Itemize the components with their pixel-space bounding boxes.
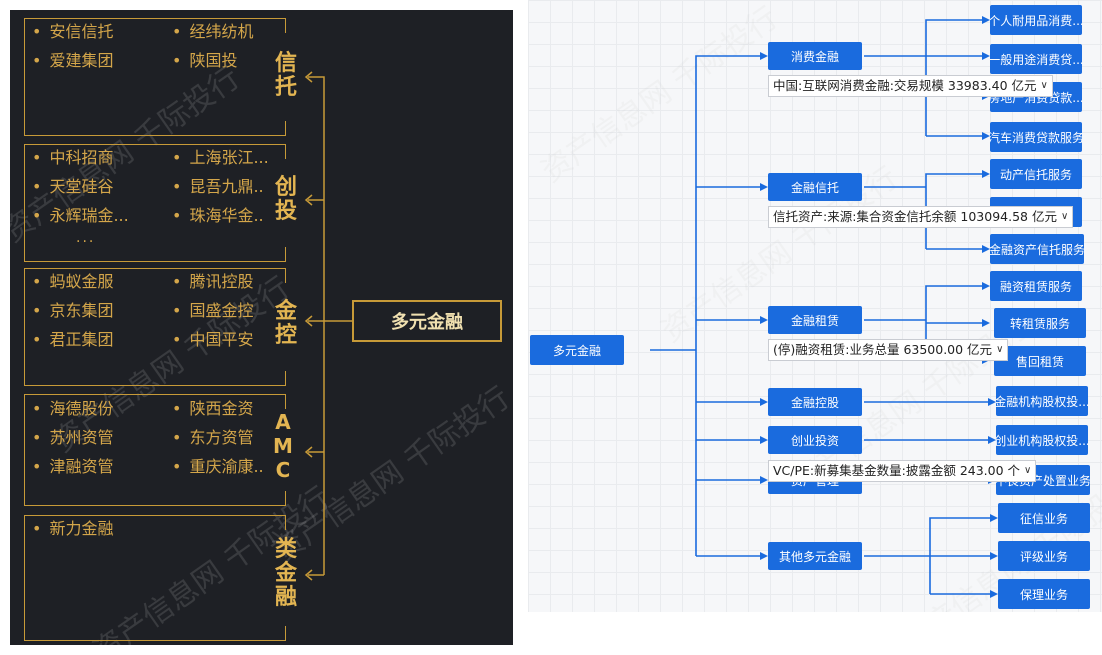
leaf-node[interactable]: 征信业务 [998, 503, 1090, 533]
list-item: 经纬纺机 [172, 18, 253, 42]
group-box-amc [24, 394, 286, 506]
list-item: 苏州资管 [32, 424, 113, 448]
branch-financial-leasing[interactable]: 金融租赁 [768, 306, 862, 334]
chevron-down-icon: ∨ [996, 344, 1004, 355]
branch-financial-trust[interactable]: 金融信托 [768, 173, 862, 201]
list-item: 天堂硅谷 [32, 173, 113, 197]
group-box-quasi [24, 515, 286, 641]
root-node: 多元金融 [352, 300, 502, 342]
leaf-node[interactable]: 一般用途消费贷... [990, 44, 1082, 74]
metric-dropdown[interactable]: 中国:互联网消费金融:交易规模 33983.40 亿元∨ [768, 75, 1053, 97]
group-label-quasi: 类金融 [274, 537, 297, 610]
leaf-node[interactable]: 融资租赁服务 [990, 271, 1082, 301]
list-item: 腾讯控股 [172, 268, 253, 292]
metric-value: VC/PE:新募集基金数量:披露金额 243.00 个 [773, 463, 1021, 478]
leaf-node[interactable]: 动产信托服务 [990, 159, 1082, 189]
metric-value: 信托资产:来源:集合资金信托余额 103094.58 亿元 [773, 209, 1057, 224]
metric-dropdown[interactable]: 信托资产:来源:集合资金信托余额 103094.58 亿元∨ [768, 206, 1074, 228]
list-item: 海德股份 [32, 395, 113, 419]
list-item: 安信信托 [32, 18, 113, 42]
list-item: 陕国投 [172, 47, 237, 71]
list-item: 国盛金控 [172, 297, 253, 321]
more-indicator: ... [76, 230, 96, 246]
list-item: 新力金融 [32, 515, 113, 539]
root-node[interactable]: 多元金融 [530, 335, 624, 365]
group-label-amc: AMC [273, 410, 293, 482]
leaf-node[interactable]: 金融资产信托服务 [990, 234, 1084, 264]
leaf-node[interactable]: 创业机构股权投... [996, 425, 1088, 455]
left-connectors [304, 71, 352, 581]
list-item: 君正集团 [32, 326, 113, 350]
list-item: 昆吾九鼎.. [172, 173, 263, 197]
leaf-node[interactable]: 金融机构股权投... [996, 386, 1088, 416]
list-item: 珠海华金.. [172, 202, 263, 226]
branch-venture-capital[interactable]: 创业投资 [768, 426, 862, 454]
mindmap-connectors [650, 16, 998, 598]
right-panel: 资产信息网 千际投行 资产信息网 千际投行 资产信息网 千际投行 资产信息网 千… [528, 0, 1102, 612]
leaf-node[interactable]: 售回租赁 [994, 346, 1086, 376]
list-item: 中科招商 [32, 144, 113, 168]
metric-value: 中国:互联网消费金融:交易规模 33983.40 亿元 [773, 78, 1037, 93]
list-item: 上海张江... [172, 144, 268, 168]
leaf-node[interactable]: 转租赁服务 [994, 308, 1086, 338]
group-box-vc [24, 144, 286, 262]
left-panel: 资产信息网 千际投行 资产信息网 千际投行 资产信息网 千际投行 资产信息网 千… [10, 10, 513, 645]
leaf-node[interactable]: 保理业务 [998, 579, 1090, 609]
group-box-trust [24, 18, 286, 136]
group-label-holding: 金控 [274, 299, 297, 348]
list-item: 陕西金资 [172, 395, 253, 419]
branch-other-finance[interactable]: 其他多元金融 [768, 542, 862, 570]
leaf-node[interactable]: 个人耐用品消费... [990, 5, 1082, 35]
group-label-vc: 创投 [274, 175, 297, 224]
list-item: 蚂蚁金服 [32, 268, 113, 292]
group-box-holding [24, 268, 286, 386]
leaf-node[interactable]: 汽车消费贷款服务 [990, 122, 1082, 152]
list-item: 津融资管 [32, 453, 113, 477]
list-item: 东方资管 [172, 424, 253, 448]
list-item: 京东集团 [32, 297, 113, 321]
metric-dropdown[interactable]: VC/PE:新募集基金数量:披露金额 243.00 个∨ [768, 460, 1037, 482]
leaf-node[interactable]: 评级业务 [998, 541, 1090, 571]
chevron-down-icon: ∨ [1040, 80, 1048, 91]
list-item: 爱建集团 [32, 47, 113, 71]
branch-consumer-finance[interactable]: 消费金融 [768, 42, 862, 70]
chevron-down-icon: ∨ [1024, 465, 1032, 476]
metric-dropdown[interactable]: (停)融资租赁:业务总量 63500.00 亿元∨ [768, 339, 1009, 361]
metric-value: (停)融资租赁:业务总量 63500.00 亿元 [773, 342, 993, 357]
list-item: 永辉瑞金... [32, 202, 128, 226]
list-item: 中国平安 [172, 326, 253, 350]
list-item: 重庆渝康.. [172, 453, 263, 477]
chevron-down-icon: ∨ [1060, 211, 1069, 222]
group-label-trust: 信托 [274, 51, 297, 100]
branch-financial-holding[interactable]: 金融控股 [768, 388, 862, 416]
